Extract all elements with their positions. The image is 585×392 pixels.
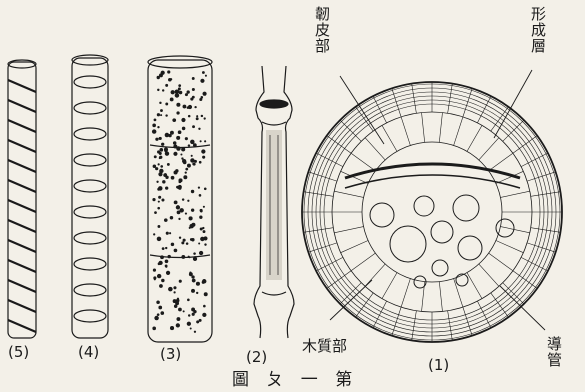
panel-number-2: (2) — [246, 348, 267, 366]
panel-number-1: (1) — [428, 356, 449, 374]
pitted-vessel-drawing — [148, 56, 212, 342]
panel-number-3: (3) — [160, 345, 181, 363]
panel-number-4: (4) — [78, 343, 99, 361]
label-phloem: 韌皮部 — [314, 6, 330, 54]
label-xylem: 木質部 — [302, 338, 347, 354]
label-vessel: 導管 — [546, 336, 562, 368]
panel-number-5: (5) — [8, 343, 29, 361]
figure-caption: 圖 ㄆ 一 第 — [232, 372, 358, 388]
label-cambium: 形成層 — [530, 6, 546, 54]
cross-section-drawing — [302, 70, 562, 342]
annular-vessel-drawing — [72, 55, 108, 338]
spiral-vessel-drawing — [8, 60, 36, 338]
sieve-tube-drawing — [254, 66, 294, 338]
